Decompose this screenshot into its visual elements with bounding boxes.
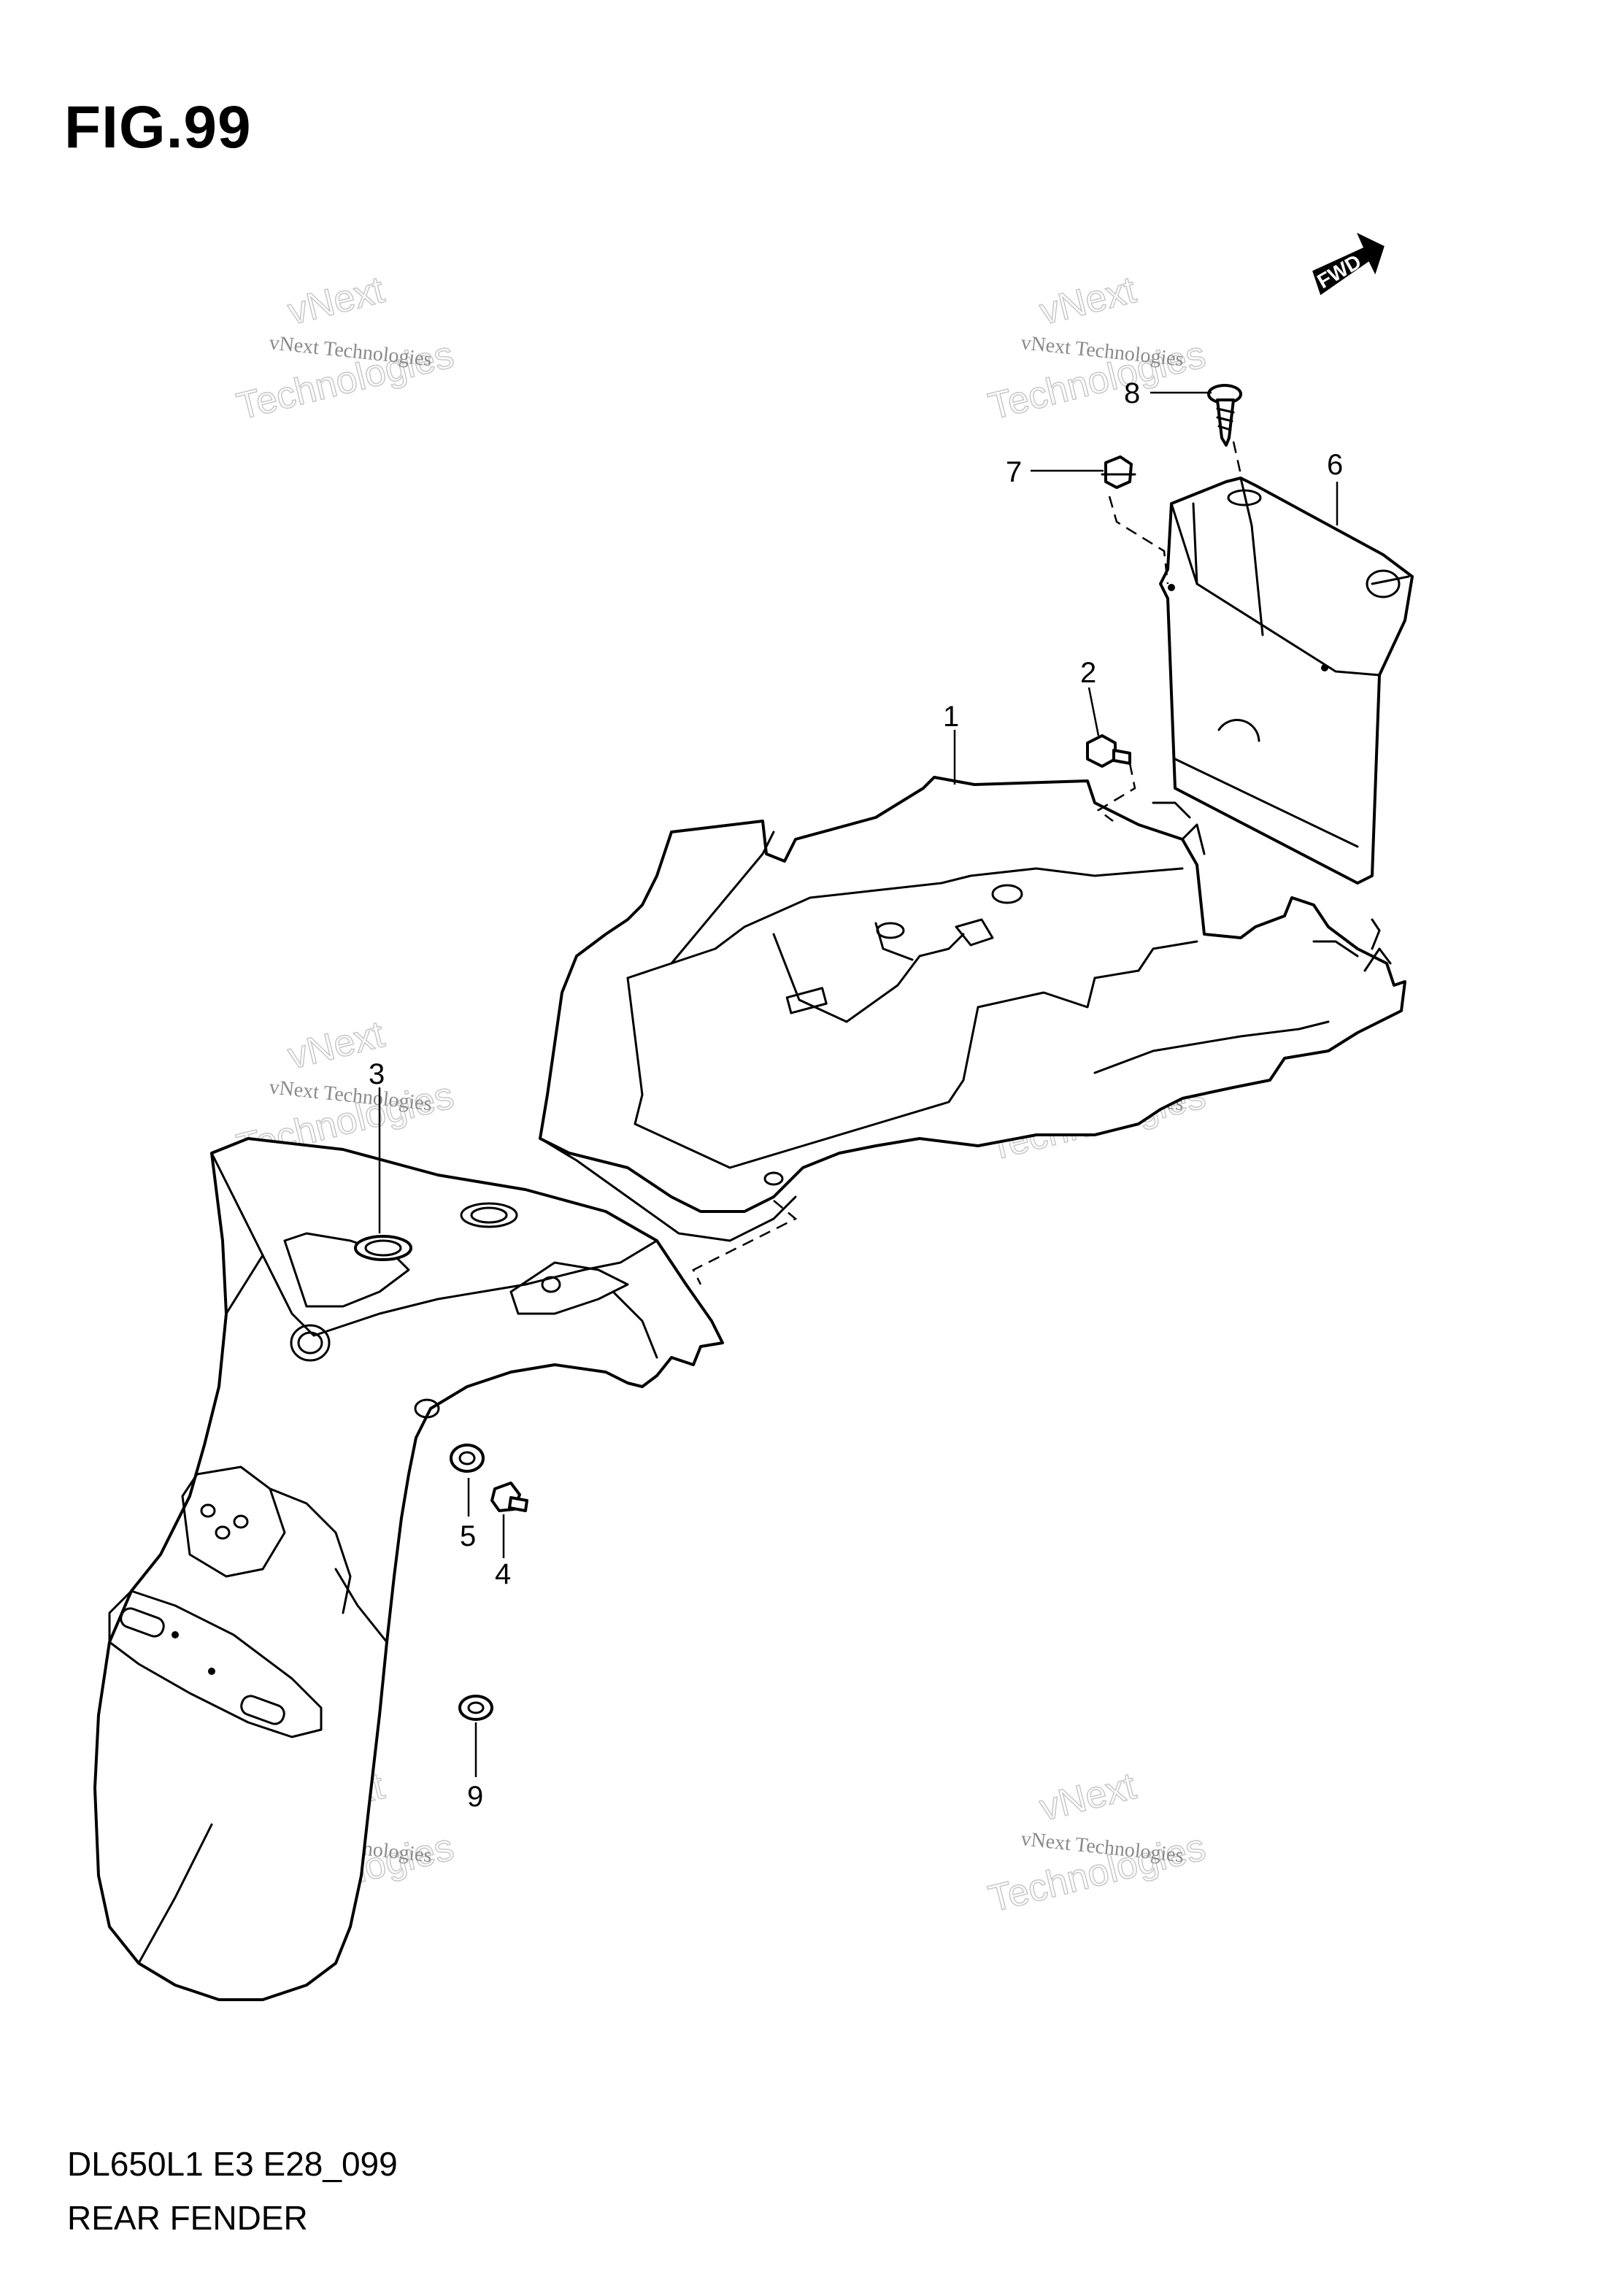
callout-5: 5	[460, 1520, 476, 1552]
part-7-clip	[1101, 455, 1136, 489]
callout-3: 3	[369, 1058, 385, 1090]
callout-4: 4	[495, 1558, 511, 1590]
assembly-line-7	[1108, 496, 1169, 585]
rear-fender-body	[93, 1137, 724, 2001]
callout-1: 1	[943, 701, 959, 733]
figure-code: DL650L1 E3 E28_099	[67, 2145, 398, 2183]
callout-7: 7	[1006, 456, 1022, 488]
assembly-line-2	[1096, 763, 1136, 822]
watermark-top-right: vNext Technologies vNext Technologies	[984, 268, 1210, 428]
assembly-line-fender	[692, 1200, 798, 1285]
svg-text:FWD: FWD	[1314, 250, 1366, 293]
part-6-tray	[1159, 477, 1414, 885]
assembly-line-8	[1232, 441, 1242, 475]
part-9-washer	[458, 1695, 493, 1721]
leader-2	[1087, 687, 1100, 736]
part-3-grommet	[354, 1235, 412, 1261]
svg-text:vNext: vNext	[1036, 269, 1141, 334]
part-4-bolt	[490, 1482, 528, 1512]
watermark-bottom-right: vNext Technologies vNext Technologies	[984, 1764, 1210, 1921]
callout-8: 8	[1124, 377, 1140, 409]
fwd-arrow-icon: FWD	[1312, 232, 1385, 296]
watermark-top-left: vNext Technologies vNext Technologies	[232, 268, 458, 428]
callout-6: 6	[1327, 449, 1343, 481]
part-5-washer	[450, 1444, 485, 1473]
figure-title: FIG.99	[64, 94, 252, 161]
callout-2: 2	[1080, 657, 1096, 689]
callout-9: 9	[467, 1781, 483, 1813]
svg-text:vNext: vNext	[1036, 1765, 1141, 1830]
svg-text:vNext: vNext	[284, 269, 389, 334]
figure-name: REAR FENDER	[67, 2199, 308, 2237]
part-1-inner-fender	[539, 776, 1406, 1242]
part-8-screw	[1207, 384, 1242, 447]
part-2-bolt	[1086, 734, 1131, 768]
